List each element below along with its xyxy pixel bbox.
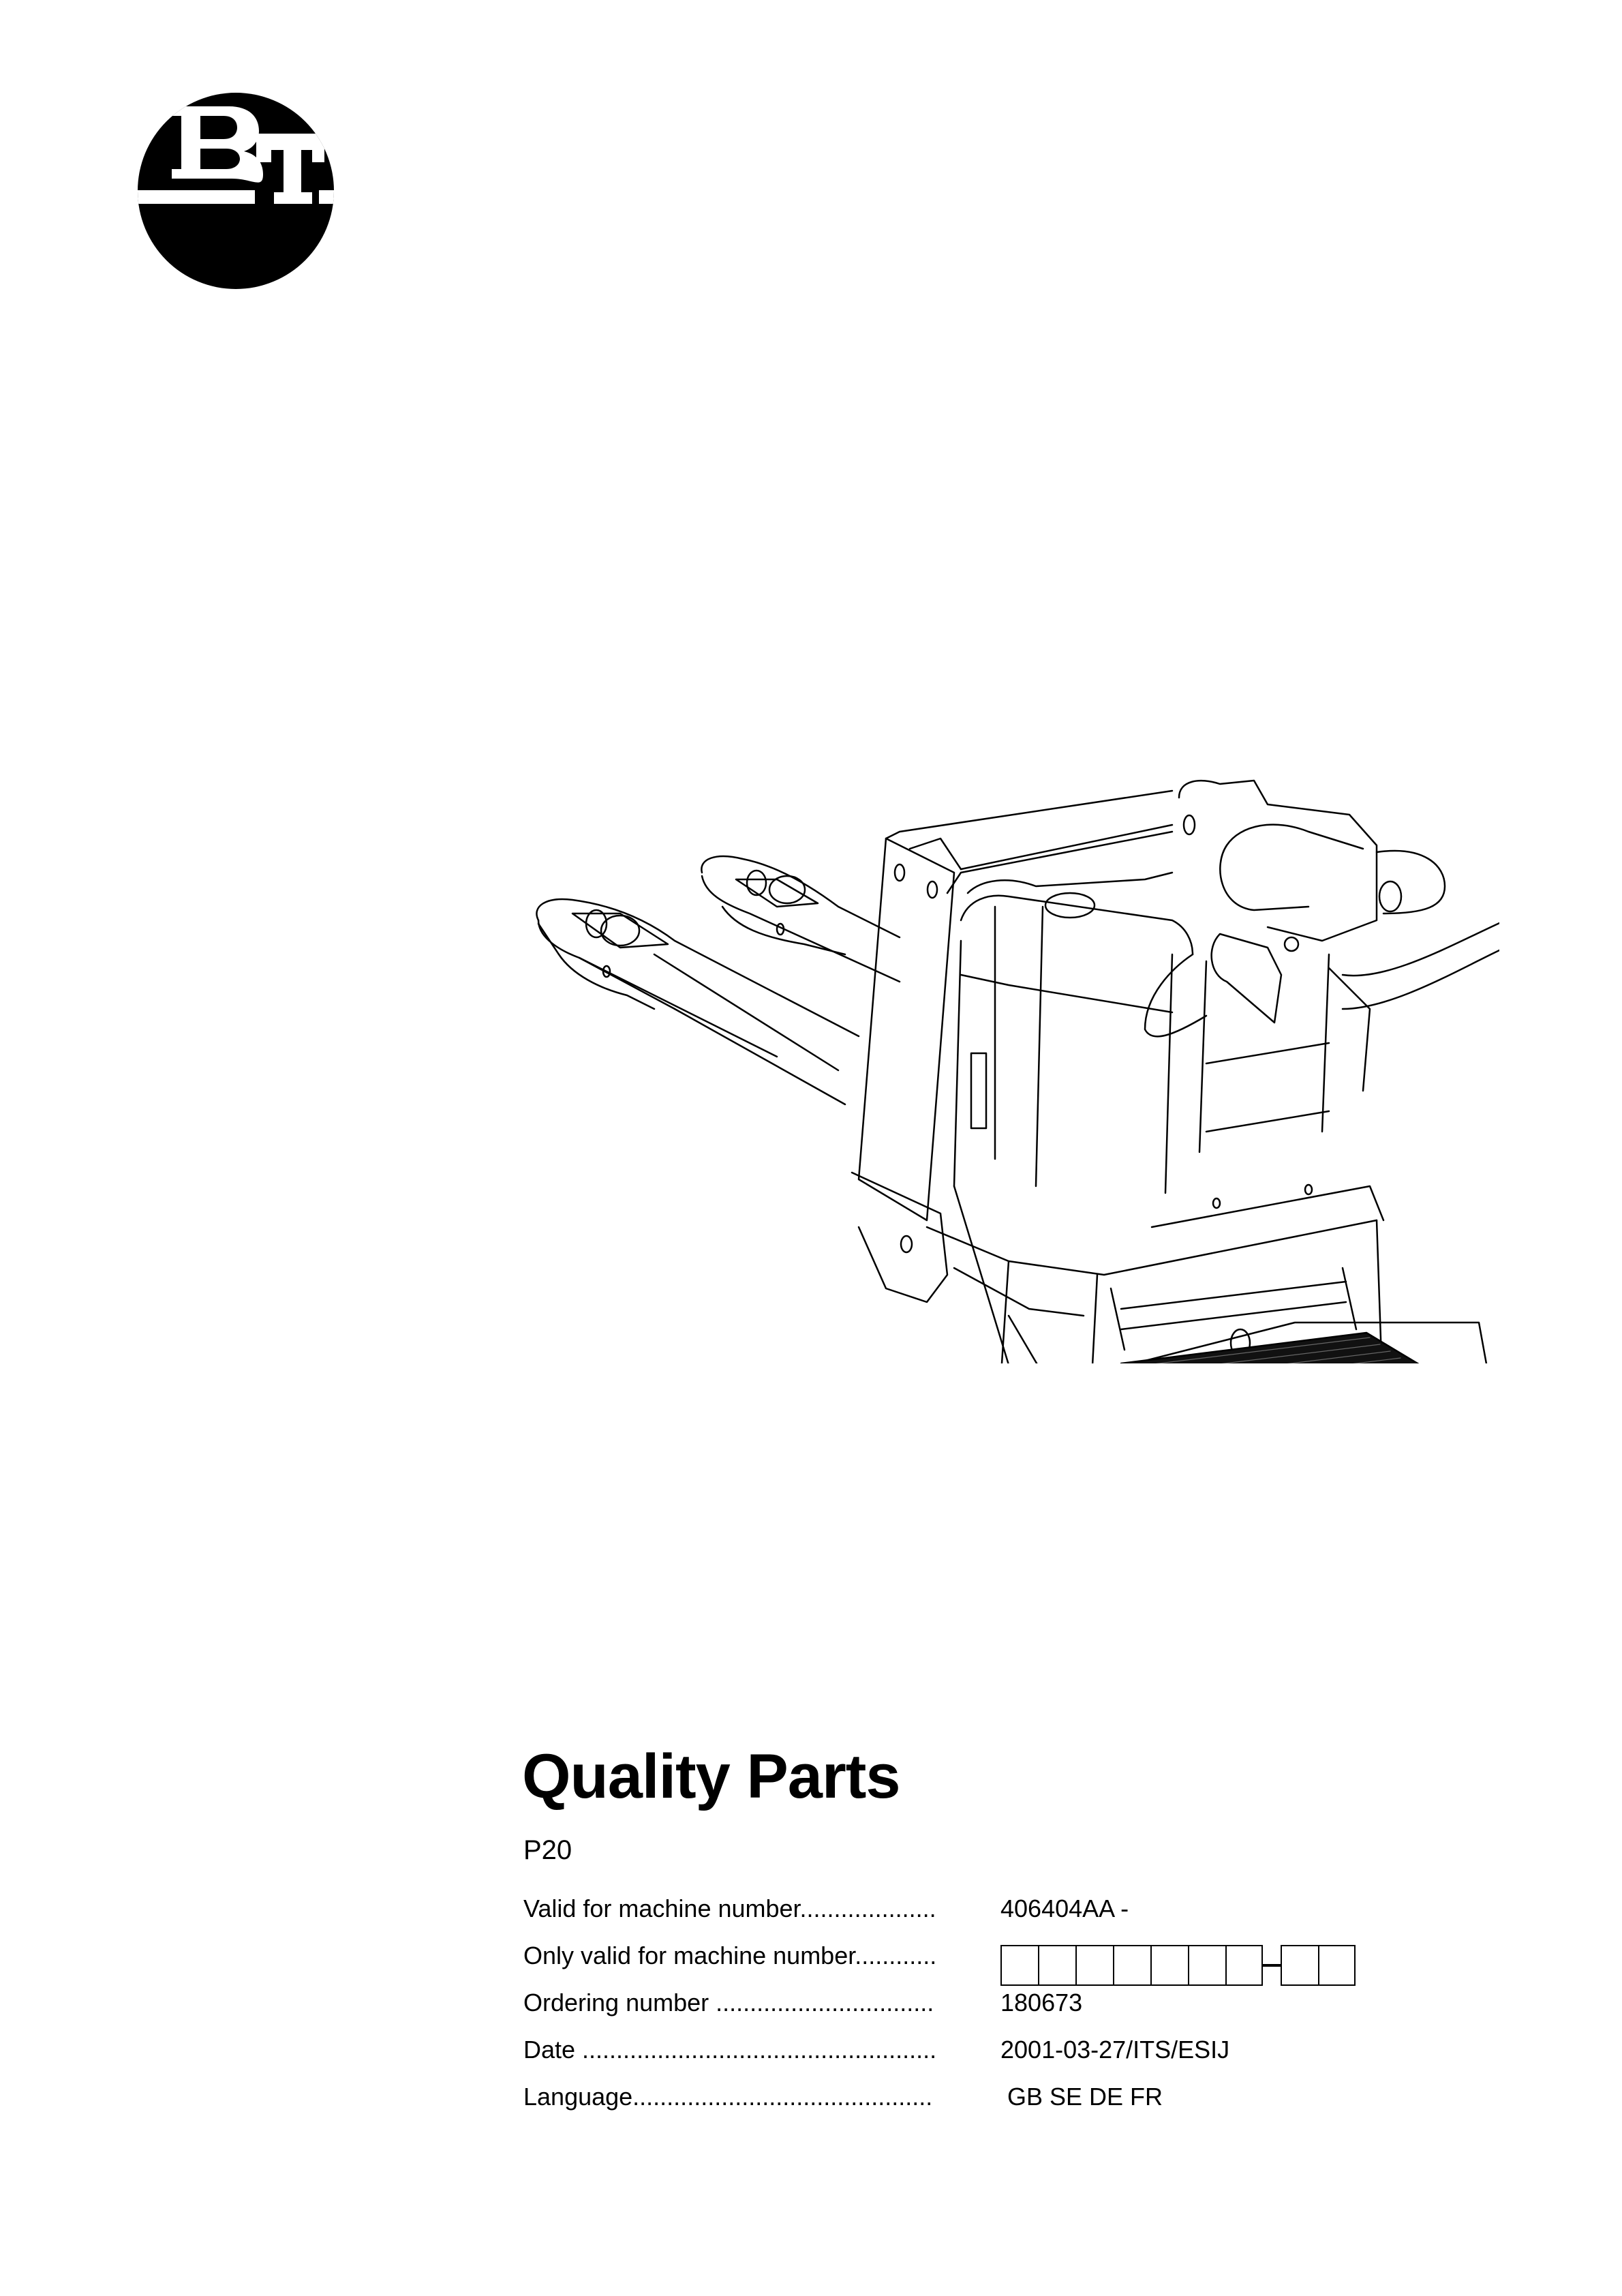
entry-box xyxy=(1113,1945,1150,1986)
info-row-valid-machine-number: Valid for machine number................… xyxy=(523,1894,1409,1941)
entry-dash xyxy=(1263,1964,1281,1967)
left-fork xyxy=(536,898,860,1106)
right-fork xyxy=(701,855,901,983)
folding-platform xyxy=(1110,1267,1488,1363)
tiller-column xyxy=(1198,953,1371,1209)
document-info-table: Valid for machine number................… xyxy=(523,1894,1409,2129)
document-title: Quality Parts xyxy=(522,1742,901,1811)
info-label: Language................................… xyxy=(523,2083,933,2111)
entry-box xyxy=(1038,1945,1075,1986)
chassis-frame xyxy=(851,789,1174,1303)
entry-box xyxy=(1188,1945,1225,1986)
entry-box xyxy=(1281,1945,1318,1986)
ordering-number-value: 180673 xyxy=(1000,1989,1083,2016)
model-name: P20 xyxy=(523,1835,572,1865)
battery-hood xyxy=(953,871,1194,1194)
entry-box xyxy=(1225,1945,1263,1986)
entry-box xyxy=(1318,1945,1356,1986)
entry-box xyxy=(1000,1945,1038,1986)
language-value: GB SE DE FR xyxy=(1007,2083,1163,2111)
pallet-truck-illustration xyxy=(536,779,1499,1363)
drive-unit xyxy=(925,1185,1385,1363)
date-value: 2001-03-27/ITS/ESIJ xyxy=(1000,2036,1230,2064)
entry-box xyxy=(1150,1945,1188,1986)
tiller-head xyxy=(1144,779,1499,1038)
valid-machine-number-value: 406404AA - xyxy=(1000,1894,1129,1922)
bt-logo xyxy=(138,93,334,289)
info-label: Date ...................................… xyxy=(523,2036,937,2064)
info-row-ordering-number: Ordering number ........................… xyxy=(523,1988,1409,2035)
info-row-language: Language................................… xyxy=(523,2082,1409,2129)
info-label: Ordering number ........................… xyxy=(523,1989,934,2016)
entry-box xyxy=(1075,1945,1113,1986)
info-row-only-valid-machine-number: Only valid for machine number...........… xyxy=(523,1941,1409,1988)
info-label: Only valid for machine number...........… xyxy=(523,1942,937,1969)
machine-number-entry-boxes xyxy=(1000,1945,1356,1986)
info-row-date: Date ...................................… xyxy=(523,2035,1409,2082)
info-label: Valid for machine number................… xyxy=(523,1894,936,1922)
